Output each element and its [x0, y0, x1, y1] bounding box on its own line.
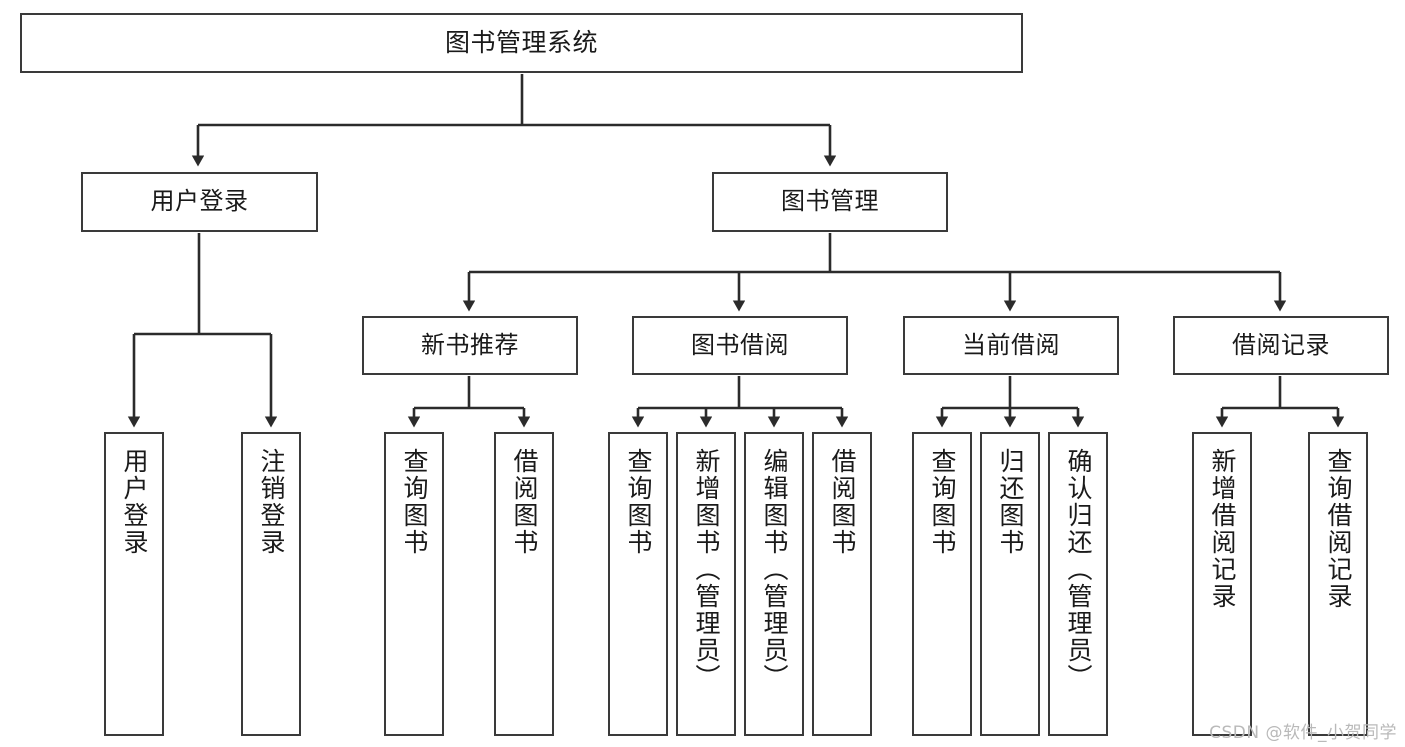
node-leaf-query-book-1[interactable]: 查询图书: [384, 432, 444, 736]
node-leaf-add-record-label: 新增借阅记录: [1208, 448, 1237, 610]
node-leaf-query-book-2[interactable]: 查询图书: [608, 432, 668, 736]
node-root[interactable]: 图书管理系统: [20, 13, 1023, 73]
node-leaf-user-login-label: 用户登录: [120, 448, 149, 556]
node-borrow-record[interactable]: 借阅记录: [1173, 316, 1389, 375]
node-leaf-borrow-book-1-label: 借阅图书: [510, 448, 539, 556]
node-leaf-return-book-label: 归还图书: [996, 448, 1025, 556]
node-new-book-rec[interactable]: 新书推荐: [362, 316, 578, 375]
node-leaf-logout-label: 注销登录: [257, 448, 286, 556]
node-book-borrow[interactable]: 图书借阅: [632, 316, 848, 375]
node-leaf-add-book-label: 新增图书（管理员）: [692, 448, 721, 691]
watermark-text: CSDN @软件_小贺同学: [1209, 723, 1397, 743]
node-leaf-query-book-3[interactable]: 查询图书: [912, 432, 972, 736]
node-book-borrow-label: 图书借阅: [691, 330, 789, 359]
node-leaf-confirm-return[interactable]: 确认归还（管理员）: [1048, 432, 1108, 736]
node-book-manage[interactable]: 图书管理: [712, 172, 948, 232]
node-leaf-borrow-book-2-label: 借阅图书: [828, 448, 857, 556]
node-leaf-add-book[interactable]: 新增图书（管理员）: [676, 432, 736, 736]
node-root-label: 图书管理系统: [444, 27, 598, 57]
node-leaf-logout[interactable]: 注销登录: [241, 432, 301, 736]
node-leaf-borrow-book-2[interactable]: 借阅图书: [812, 432, 872, 736]
node-leaf-return-book[interactable]: 归还图书: [980, 432, 1040, 736]
node-user-login-label: 用户登录: [150, 187, 249, 216]
node-leaf-borrow-book-1[interactable]: 借阅图书: [494, 432, 554, 736]
node-book-manage-label: 图书管理: [781, 187, 879, 216]
node-leaf-query-book-2-label: 查询图书: [624, 448, 653, 556]
node-leaf-query-record[interactable]: 查询借阅记录: [1308, 432, 1368, 736]
node-leaf-user-login[interactable]: 用户登录: [104, 432, 164, 736]
node-current-borrow[interactable]: 当前借阅: [903, 316, 1119, 375]
node-leaf-confirm-return-label: 确认归还（管理员）: [1064, 448, 1093, 691]
node-borrow-record-label: 借阅记录: [1232, 330, 1330, 359]
node-leaf-add-record[interactable]: 新增借阅记录: [1192, 432, 1252, 736]
node-leaf-query-record-label: 查询借阅记录: [1324, 448, 1353, 610]
node-current-borrow-label: 当前借阅: [962, 330, 1060, 359]
node-leaf-edit-book[interactable]: 编辑图书（管理员）: [744, 432, 804, 736]
node-leaf-query-book-3-label: 查询图书: [928, 448, 957, 556]
node-user-login[interactable]: 用户登录: [81, 172, 318, 232]
node-new-book-rec-label: 新书推荐: [421, 330, 519, 359]
node-leaf-query-book-1-label: 查询图书: [400, 448, 429, 556]
node-leaf-edit-book-label: 编辑图书（管理员）: [760, 448, 789, 691]
